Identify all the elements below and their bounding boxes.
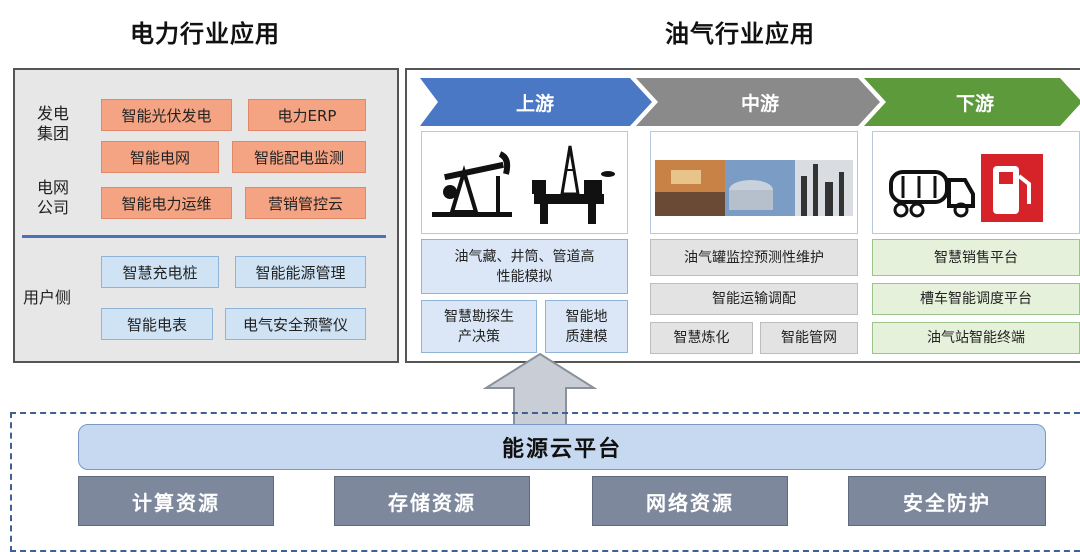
reservoir-wellbore-simulation-item[interactable]: 油气藏、井筒、管道高 性能模拟 [421,239,628,294]
downstream-image [872,131,1080,234]
upstream-chevron [420,78,652,126]
power-industry-title: 电力行业应用 [130,20,280,48]
stage-upstream-label[interactable]: 上游 [515,92,554,115]
midstream-image [650,131,858,234]
smart-refining-item[interactable]: 智慧炼化 [650,322,753,354]
smart-power-ops-item[interactable]: 智能电力运维 [101,187,232,219]
grid-company-label: 电网 公司 [37,178,70,217]
smart-energy-management-item[interactable]: 智能能源管理 [235,256,366,288]
midstream-chevron [636,78,880,126]
oil-pump-rig-icon [432,145,615,224]
refinery-tanks-icon [655,160,853,216]
smart-grid-item[interactable]: 智能电网 [101,141,219,173]
generation-group-label: 发电 集团 [37,104,70,143]
tanker-dispatch-platform-item[interactable]: 槽车智能调度平台 [872,283,1080,315]
stage-chevrons [420,78,1080,126]
downstream-chevron [864,78,1080,126]
user-side-label: 用户侧 [23,288,72,307]
electrical-safety-alarm-item[interactable]: 电气安全预警仪 [225,308,366,340]
power-erp-item[interactable]: 电力ERP [248,99,366,131]
section-divider [22,235,386,238]
security-protection-block[interactable]: 安全防护 [848,476,1046,526]
energy-cloud-platform[interactable]: 能源云平台 [78,424,1046,470]
storage-resources-block[interactable]: 存储资源 [334,476,530,526]
smart-pv-generation-item[interactable]: 智能光伏发电 [101,99,232,131]
smart-distribution-monitoring-item[interactable]: 智能配电监测 [232,141,366,173]
station-smart-terminal-item[interactable]: 油气站智能终端 [872,322,1080,354]
smart-sales-platform-item[interactable]: 智慧销售平台 [872,239,1080,276]
oil-gas-industry-title: 油气行业应用 [665,20,815,48]
exploration-production-decision-item[interactable]: 智慧勘探生 产决策 [421,300,537,353]
tank-predictive-maintenance-item[interactable]: 油气罐监控预测性维护 [650,239,858,276]
smart-transport-dispatch-item[interactable]: 智能运输调配 [650,283,858,315]
smart-pipeline-network-item[interactable]: 智能管网 [760,322,858,354]
network-resources-block[interactable]: 网络资源 [592,476,788,526]
tanker-fuel-pump-icon [889,154,1043,222]
upstream-image [421,131,628,234]
stage-downstream-label[interactable]: 下游 [955,92,994,115]
stage-midstream-label[interactable]: 中游 [740,92,779,115]
marketing-control-cloud-item[interactable]: 营销管控云 [245,187,366,219]
smart-meter-item[interactable]: 智能电表 [101,308,213,340]
geological-modeling-item[interactable]: 智能地 质建模 [545,300,628,353]
compute-resources-block[interactable]: 计算资源 [78,476,274,526]
smart-charging-pile-item[interactable]: 智慧充电桩 [101,256,219,288]
